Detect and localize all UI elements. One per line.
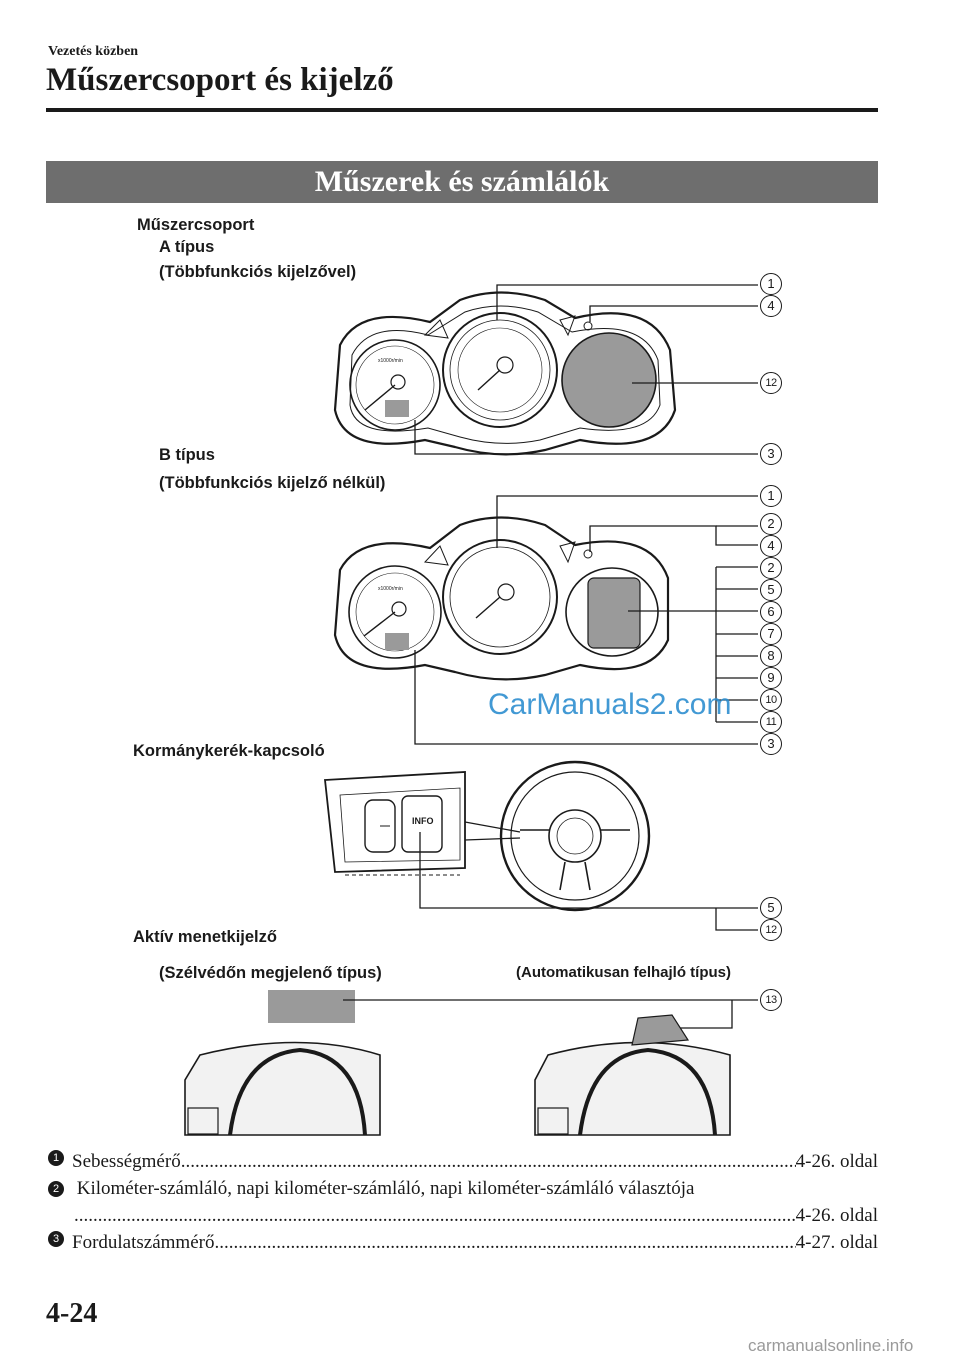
toc-num: 1: [48, 1150, 64, 1166]
callout-b-7: 7: [760, 623, 782, 645]
page-title: Műszercsoport és kijelző: [46, 62, 394, 98]
toc-page: 4-26. oldal: [795, 1151, 878, 1172]
page-number: 4-24: [46, 1298, 98, 1329]
label-type-b-sub: (Többfunkciós kijelző nélkül): [159, 474, 386, 492]
toc-leader-dots: ........................................…: [180, 1151, 796, 1172]
callout-b-9: 9: [760, 667, 782, 689]
callout-b-4: 4: [760, 535, 782, 557]
cluster-type-a: [333, 291, 677, 456]
callout-h-13: 13: [760, 989, 782, 1011]
toc-page: 4-27. oldal: [795, 1232, 878, 1253]
callout-a-12: 12: [760, 372, 782, 394]
running-header: Vezetés közben: [48, 44, 139, 59]
steering-switch-illustration: [324, 760, 651, 912]
callout-b-11: 11: [760, 711, 782, 733]
toc-page: 4-26. oldal: [795, 1205, 878, 1226]
header-rule: [46, 108, 878, 112]
label-type-b: B típus: [159, 446, 215, 464]
callout-s-5: 5: [760, 897, 782, 919]
toc-leader-dots: ........................................…: [214, 1232, 795, 1253]
gauge-unit-label-a: x1000r/min: [378, 358, 403, 364]
leaders-type-a: [414, 284, 758, 455]
callout-b-10: 10: [760, 689, 782, 711]
toc-num: 2: [48, 1181, 64, 1197]
leaders-steering: [419, 832, 758, 931]
info-button-label: INFO: [412, 816, 434, 826]
toc-text: Fordulatszámmérő: [72, 1232, 215, 1253]
hud-dash-right: [534, 1014, 731, 1136]
section-banner-title: Műszerek és számlálók: [314, 165, 610, 198]
label-cluster: Műszercsoport: [137, 216, 255, 234]
hud-popup-display: [631, 1014, 690, 1046]
callout-a-3: 3: [760, 443, 782, 465]
callout-b-8: 8: [760, 645, 782, 667]
toc-row-1: 1 Sebességmérő .........................…: [48, 1150, 878, 1174]
callout-a-1: 1: [760, 273, 782, 295]
hud-windshield-display: [268, 990, 355, 1023]
footer-site: carmanualsonline.info: [748, 1336, 914, 1355]
cluster-type-b: [333, 516, 670, 681]
label-hud: Aktív menetkijelző: [133, 928, 277, 946]
callout-b-2: 2: [760, 513, 782, 535]
section-banner: Műszerek és számlálók: [46, 161, 878, 203]
label-hud-popup: (Automatikusan felhajló típus): [516, 964, 732, 981]
callout-b-1: 1: [760, 485, 782, 507]
hud-dash-left: [184, 1041, 381, 1136]
label-hud-windshield: (Szélvédőn megjelenő típus): [159, 964, 382, 982]
leaders-hud: [343, 999, 758, 1029]
toc-text: Kilométer-számláló, napi kilométer-száml…: [76, 1178, 695, 1199]
callout-b-6: 6: [760, 601, 782, 623]
toc-text: Sebességmérő: [72, 1151, 181, 1172]
watermark: CarManuals2.com: [488, 688, 732, 721]
callout-b-5: 5: [760, 579, 782, 601]
callout-b-2b: 2: [760, 557, 782, 579]
callout-a-4: 4: [760, 295, 782, 317]
toc-num: 3: [48, 1231, 64, 1247]
toc-row-2: 2 Kilométer-számláló, napi kilométer-szá…: [48, 1177, 878, 1201]
illustrations: INFO x1000r/min x1000r/min: [184, 284, 758, 1136]
toc-leader-dots: ........................................…: [74, 1205, 796, 1226]
label-type-a-sub: (Többfunkciós kijelzővel): [159, 263, 357, 281]
leaders-type-b: [414, 495, 758, 745]
callout-b-3: 3: [760, 733, 782, 755]
toc-row-3: 3 Fordulatszámmérő .....................…: [48, 1231, 878, 1255]
gauge-unit-label-b: x1000r/min: [378, 586, 403, 592]
toc-row-2-cont: ........................................…: [74, 1204, 878, 1228]
label-steering: Kormánykerék-kapcsoló: [133, 742, 325, 760]
callout-s-12: 12: [760, 919, 782, 941]
label-type-a: A típus: [159, 238, 215, 256]
